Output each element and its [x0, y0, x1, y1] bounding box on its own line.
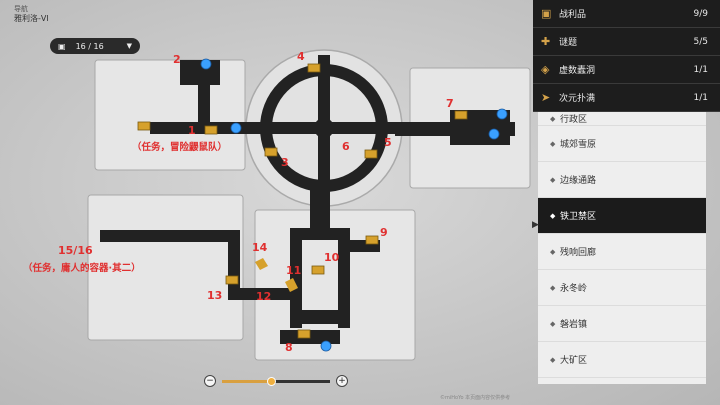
region-list[interactable]: ◆ 行政区 ◆ 城郊雪原 ◆ 边缘通路 ◆ 铁卫禁区 ◆ 残响回廊 ◆ 永冬岭 … [538, 112, 706, 384]
stat-row-warp: ◈ 虚数蠹洞 1/1 [533, 56, 720, 84]
corridors [100, 55, 515, 344]
region-name: 大矿区 [560, 356, 588, 366]
chest-counter-dropdown[interactable]: ▣ 16 / 16 ▼ [50, 38, 140, 54]
stat-row-loot: ▣ 战利品 9/9 [533, 0, 720, 28]
label-9: 9 [380, 226, 388, 239]
label-13: 13 [207, 289, 223, 302]
bullet-icon: ◆ [550, 139, 556, 148]
region-name: 城郊雪原 [560, 140, 597, 150]
label-15-16: 15/16 [58, 244, 93, 257]
stat-row-puzzle: ✚ 谜题 5/5 [533, 28, 720, 56]
warp-icon: ◈ [541, 63, 550, 76]
region-item-outlying-snow-plains[interactable]: ◆ 城郊雪原 [538, 126, 706, 162]
stat-row-origami: ➤ 次元扑满 1/1 [533, 84, 720, 112]
label-3: 3 [281, 156, 289, 169]
label-7: 7 [446, 97, 454, 110]
bullet-icon: ◆ [550, 175, 556, 184]
chest-counter-value: 16 / 16 [75, 41, 104, 51]
stat-label: 虚数蠹洞 [559, 66, 596, 76]
zoom-in-button[interactable]: + [336, 375, 348, 387]
region-item-administrative[interactable]: ◆ 行政区 [538, 112, 706, 126]
region-item-everwinter-hill[interactable]: ◆ 永冬岭 [538, 270, 706, 306]
stat-count: 9/9 [693, 8, 708, 19]
puzzle-markers[interactable] [200, 58, 508, 352]
stat-label: 战利品 [559, 10, 587, 20]
stat-label: 次元扑满 [559, 94, 596, 104]
nav-location: 雅利洛-VI [14, 14, 49, 23]
label-2: 2 [173, 53, 181, 66]
chevron-down-icon: ▼ [126, 42, 132, 50]
label-14: 14 [252, 241, 268, 254]
region-name: 磐岩镇 [560, 320, 588, 330]
chest-markers[interactable] [137, 63, 468, 339]
bullet-icon: ◆ [550, 114, 556, 123]
label-11: 11 [286, 264, 302, 277]
label-6: 6 [342, 140, 350, 153]
region-name: 铁卫禁区 [560, 212, 597, 222]
label-8: 8 [285, 341, 293, 354]
region-name: 残响回廊 [560, 248, 597, 258]
label-1-task: （任务，冒险鼹鼠队） [132, 142, 228, 153]
bullet-icon: ◆ [550, 211, 556, 220]
puzzle-icon: ✚ [541, 35, 551, 48]
building-northwest [94, 59, 246, 171]
bullet-icon: ◆ [550, 283, 556, 292]
label-15-16-task: （任务，庸人的容器·其二） [23, 263, 141, 274]
puzzle-icons[interactable] [255, 258, 298, 292]
stat-label: 谜题 [559, 38, 578, 48]
region-name: 行政区 [560, 115, 588, 125]
stat-count: 1/1 [693, 92, 708, 103]
label-5: 5 [384, 136, 392, 149]
navigation-header: 导航 雅利洛-VI [14, 4, 49, 24]
region-name: 永冬岭 [560, 284, 588, 294]
chest-icon: ▣ [541, 7, 552, 20]
origami-bird-icon: ➤ [541, 91, 551, 104]
label-10: 10 [324, 251, 340, 264]
bullet-icon: ◆ [550, 319, 556, 328]
bullet-icon: ◆ [550, 355, 556, 364]
collectibles-panel: ▣ 战利品 9/9 ✚ 谜题 5/5 ◈ 虚数蠹洞 1/1 ➤ 次元扑满 1/1 [533, 0, 720, 112]
chest-icon: ▣ [58, 41, 66, 51]
selected-pointer-icon: ▶ [532, 220, 539, 230]
region-item-backwater-pass[interactable]: ◆ 边缘通路 [538, 162, 706, 198]
zoom-control[interactable]: − + [204, 374, 348, 388]
region-item-great-mine[interactable]: ◆ 大矿区 [538, 342, 706, 378]
zoom-out-button[interactable]: − [204, 375, 216, 387]
nav-title: 导航 [14, 5, 28, 13]
stat-count: 1/1 [693, 64, 708, 75]
zoom-fill [222, 379, 271, 383]
label-1: 1 [188, 124, 196, 137]
region-item-boulder-town[interactable]: ◆ 磐岩镇 [538, 306, 706, 342]
zoom-handle[interactable] [266, 376, 276, 386]
region-item-corridor-of-fading-echoes[interactable]: ◆ 残响回廊 [538, 234, 706, 270]
label-4: 4 [297, 50, 305, 63]
region-name: 边缘通路 [560, 176, 597, 186]
zoom-slider[interactable] [222, 376, 330, 386]
bullet-icon: ◆ [550, 247, 556, 256]
region-item-silvermane-guard-restricted-zone[interactable]: ◆ 铁卫禁区 [538, 198, 706, 234]
label-12: 12 [256, 290, 272, 303]
stat-count: 5/5 [693, 36, 708, 47]
footer-text: ©miHoYo 本页面内容仅供参考 [440, 395, 511, 401]
